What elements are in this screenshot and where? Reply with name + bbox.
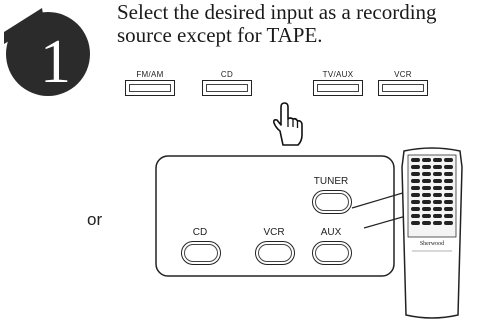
panel-aux-button[interactable]: [312, 241, 352, 265]
tv-aux-label: TV/AUX: [322, 70, 354, 79]
instruction-line-1: Select the desired input as a recording: [117, 0, 437, 24]
fm-am-button[interactable]: [125, 80, 175, 96]
tv-aux-button[interactable]: [313, 80, 363, 96]
panel-vcr-button[interactable]: [255, 241, 295, 265]
step-number: 1: [40, 28, 71, 96]
step-number-badge: 1: [4, 8, 90, 96]
instruction-text: Select the desired input as a recording …: [117, 1, 479, 47]
instruction-line-2: source except for TAPE.: [117, 23, 323, 47]
cd-button[interactable]: [202, 80, 252, 96]
vcr-label: VCR: [394, 70, 412, 79]
panel-cd-button[interactable]: [181, 241, 221, 265]
panel-vcr-label: VCR: [263, 227, 285, 238]
cd-label: CD: [220, 70, 234, 79]
panel-cd-label: CD: [192, 227, 208, 238]
remote-control: Sherwood: [401, 147, 463, 319]
vcr-button[interactable]: [378, 80, 428, 96]
or-label: or: [87, 210, 103, 229]
fm-am-label: FM/AM: [136, 70, 164, 79]
tuner-button[interactable]: [312, 190, 352, 214]
callout-lines: [351, 191, 407, 229]
tuner-label: TUNER: [313, 176, 349, 187]
remote-brand: Sherwood: [420, 241, 444, 247]
panel-aux-label: AUX: [320, 227, 342, 238]
hand-pointer-icon: [273, 102, 303, 146]
